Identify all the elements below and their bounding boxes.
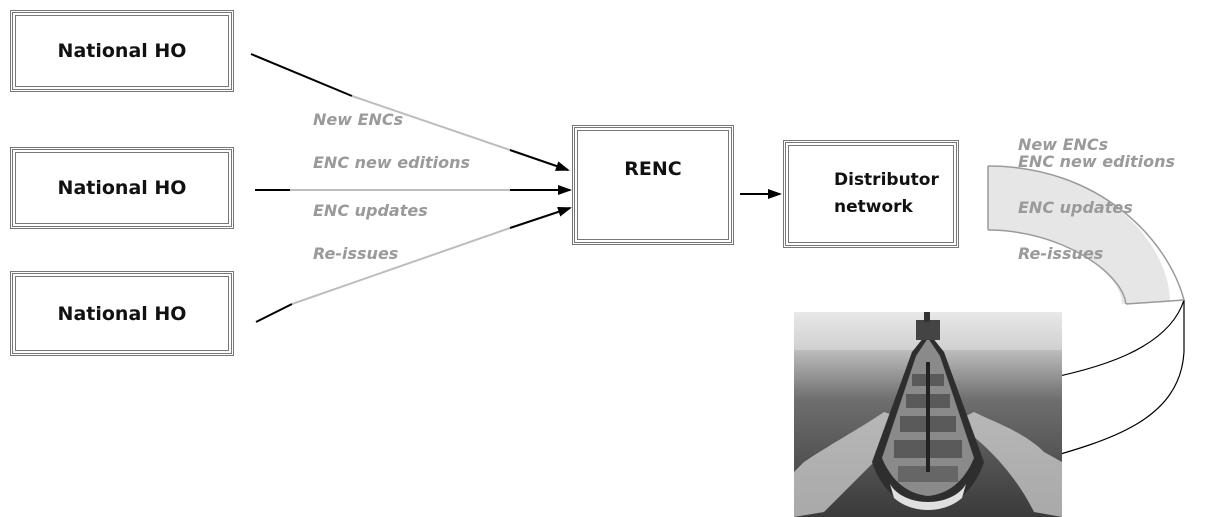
distributor-label-line1: Distributor — [834, 170, 939, 190]
national-ho-box-2: National HO — [10, 147, 234, 229]
flow-out-label-updates: ENC updates — [1018, 198, 1133, 217]
distributor-network-box: Distributor network — [783, 140, 959, 248]
national-ho-label-2: National HO — [57, 177, 187, 199]
distribution-band-fill — [988, 166, 1170, 304]
national-ho-box-1: National HO — [10, 10, 234, 92]
national-ho-label-3: National HO — [57, 302, 187, 325]
ho3-line-faded — [291, 227, 511, 305]
flow-in-label-new-editions: ENC new editions — [313, 153, 471, 172]
distributor-label: Distributor network — [810, 167, 939, 221]
renc-box: RENC — [572, 125, 734, 245]
flow-in-label-reissues: Re-issues — [313, 244, 399, 263]
flow-out-label-new-editions: ENC new editions — [1018, 152, 1176, 171]
band-end-edge — [1125, 299, 1185, 305]
band-inner-edge — [987, 229, 1127, 305]
ship-photo-icon — [794, 312, 1062, 517]
ho1-line-faded — [351, 95, 511, 151]
ho1-line-dark — [250, 53, 353, 97]
band-outer-edge — [987, 165, 1185, 301]
national-ho-label-1: National HO — [57, 40, 187, 62]
flow-out-label-reissues: Re-issues — [1018, 244, 1104, 263]
flow-out-label-new-encs: New ENCs — [1018, 135, 1109, 154]
ho1-arrow — [509, 149, 570, 171]
flow-in-label-new-encs: New ENCs — [313, 110, 404, 129]
distributor-label-line2: network — [834, 197, 913, 217]
national-ho-box-3: National HO — [10, 271, 234, 356]
renc-label: RENC — [624, 158, 682, 180]
ho3-line-dark — [255, 303, 293, 323]
flow-in-label-updates: ENC updates — [313, 201, 428, 220]
ho3-arrow — [509, 207, 572, 229]
